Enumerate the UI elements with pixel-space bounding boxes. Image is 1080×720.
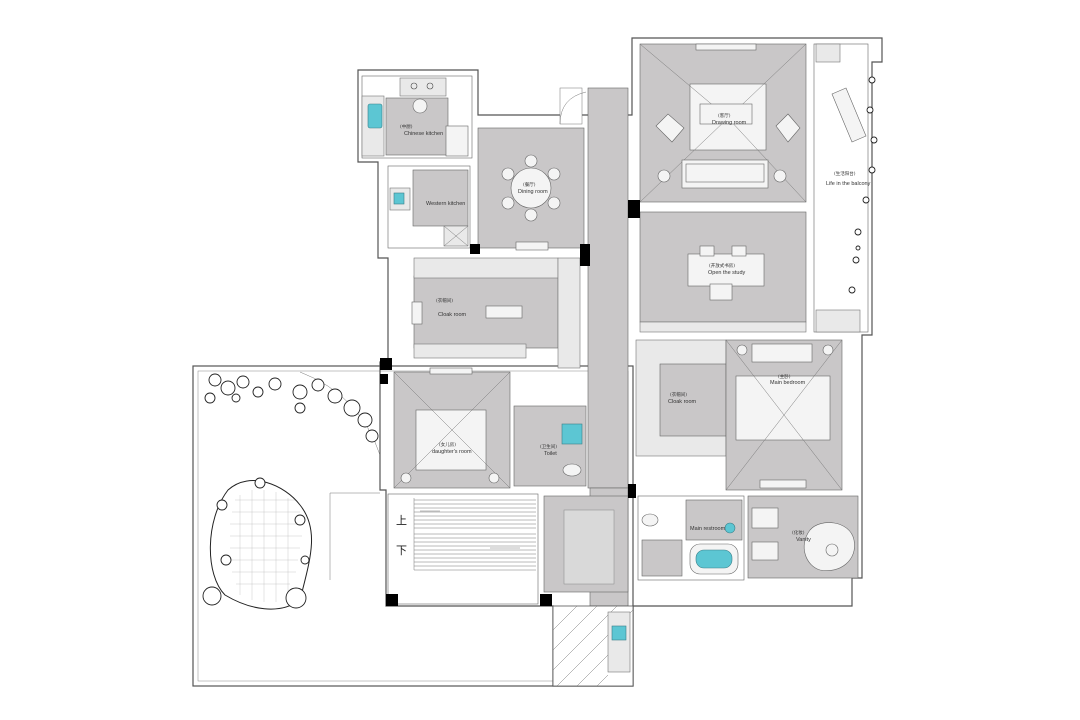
main-bedroom: (主卧) Main bedroom xyxy=(725,339,843,491)
bathtub-fill xyxy=(695,549,733,569)
balcony-cn: (生活阳台) xyxy=(834,170,856,177)
drawing-room: (客厅) Drawing room xyxy=(639,43,807,203)
daughter-room-cn: (女儿房) xyxy=(439,441,456,448)
cloak-room-right: (衣帽间) Cloak room xyxy=(635,339,727,457)
open-study: (开放式书房) Open the study xyxy=(639,211,807,333)
drawing-room-cn: (客厅) xyxy=(718,112,731,119)
balcony-label: Life in the balcony xyxy=(826,181,871,187)
main-restroom-label: Main restroom xyxy=(690,526,726,532)
dining-room-label: Dining room xyxy=(518,189,548,195)
cloak-room-right-cn: (衣帽间) xyxy=(670,391,687,398)
main-restroom: Main restroom xyxy=(637,495,745,581)
central-corridor xyxy=(587,87,629,489)
western-kitchen: Western kitchen xyxy=(387,165,471,249)
service-yard xyxy=(552,605,634,687)
toilet: (卫生间) Toilet xyxy=(513,405,587,487)
main-bedroom-cn: (主卧) xyxy=(778,373,791,380)
cloak-room-left-label: Cloak room xyxy=(438,312,467,318)
dining-room: (餐厅) Dining room xyxy=(477,87,587,251)
garden-terrace xyxy=(192,365,634,687)
cloak-room-left: (衣帽间) Cloak room xyxy=(411,257,581,369)
toilet-cn: (卫生间) xyxy=(540,443,557,450)
vanity-cn: (化妆) xyxy=(792,529,805,536)
structural-columns xyxy=(380,200,640,606)
main-bedroom-label: Main bedroom xyxy=(770,380,806,386)
chinese-kitchen-label: Chinese kitchen xyxy=(404,131,443,137)
cloak-room-left-cn: (衣帽间) xyxy=(436,297,453,304)
western-kitchen-label: Western kitchen xyxy=(426,201,465,207)
western-kitchen-sink xyxy=(393,192,405,205)
cloak-room-right-label: Cloak room xyxy=(668,399,697,405)
toilet-label: Toilet xyxy=(544,451,557,457)
vanity: (化妆) Vanity xyxy=(747,495,859,579)
open-study-label: Open the study xyxy=(708,270,746,276)
vanity-label: Vanity xyxy=(796,537,811,543)
dining-room-cn: (餐厅) xyxy=(523,181,536,188)
kitchen-sink xyxy=(367,103,383,129)
chinese-kitchen: (中厨) Chinese kitchen xyxy=(361,75,473,159)
open-study-cn: (开放式书房) xyxy=(709,262,735,269)
stair-down-label: 下 xyxy=(396,544,407,557)
daughter-room: (女儿房) daughter's room xyxy=(393,367,511,489)
balcony: (生活阳台) Life in the balcony xyxy=(813,43,878,333)
chinese-kitchen-cn: (中厨) xyxy=(400,123,413,130)
stair-up-label: 上 xyxy=(396,514,407,527)
staircase: 上 下 xyxy=(387,493,629,605)
daughter-room-label: daughter's room xyxy=(432,449,472,455)
drawing-room-label: Drawing room xyxy=(712,120,747,126)
